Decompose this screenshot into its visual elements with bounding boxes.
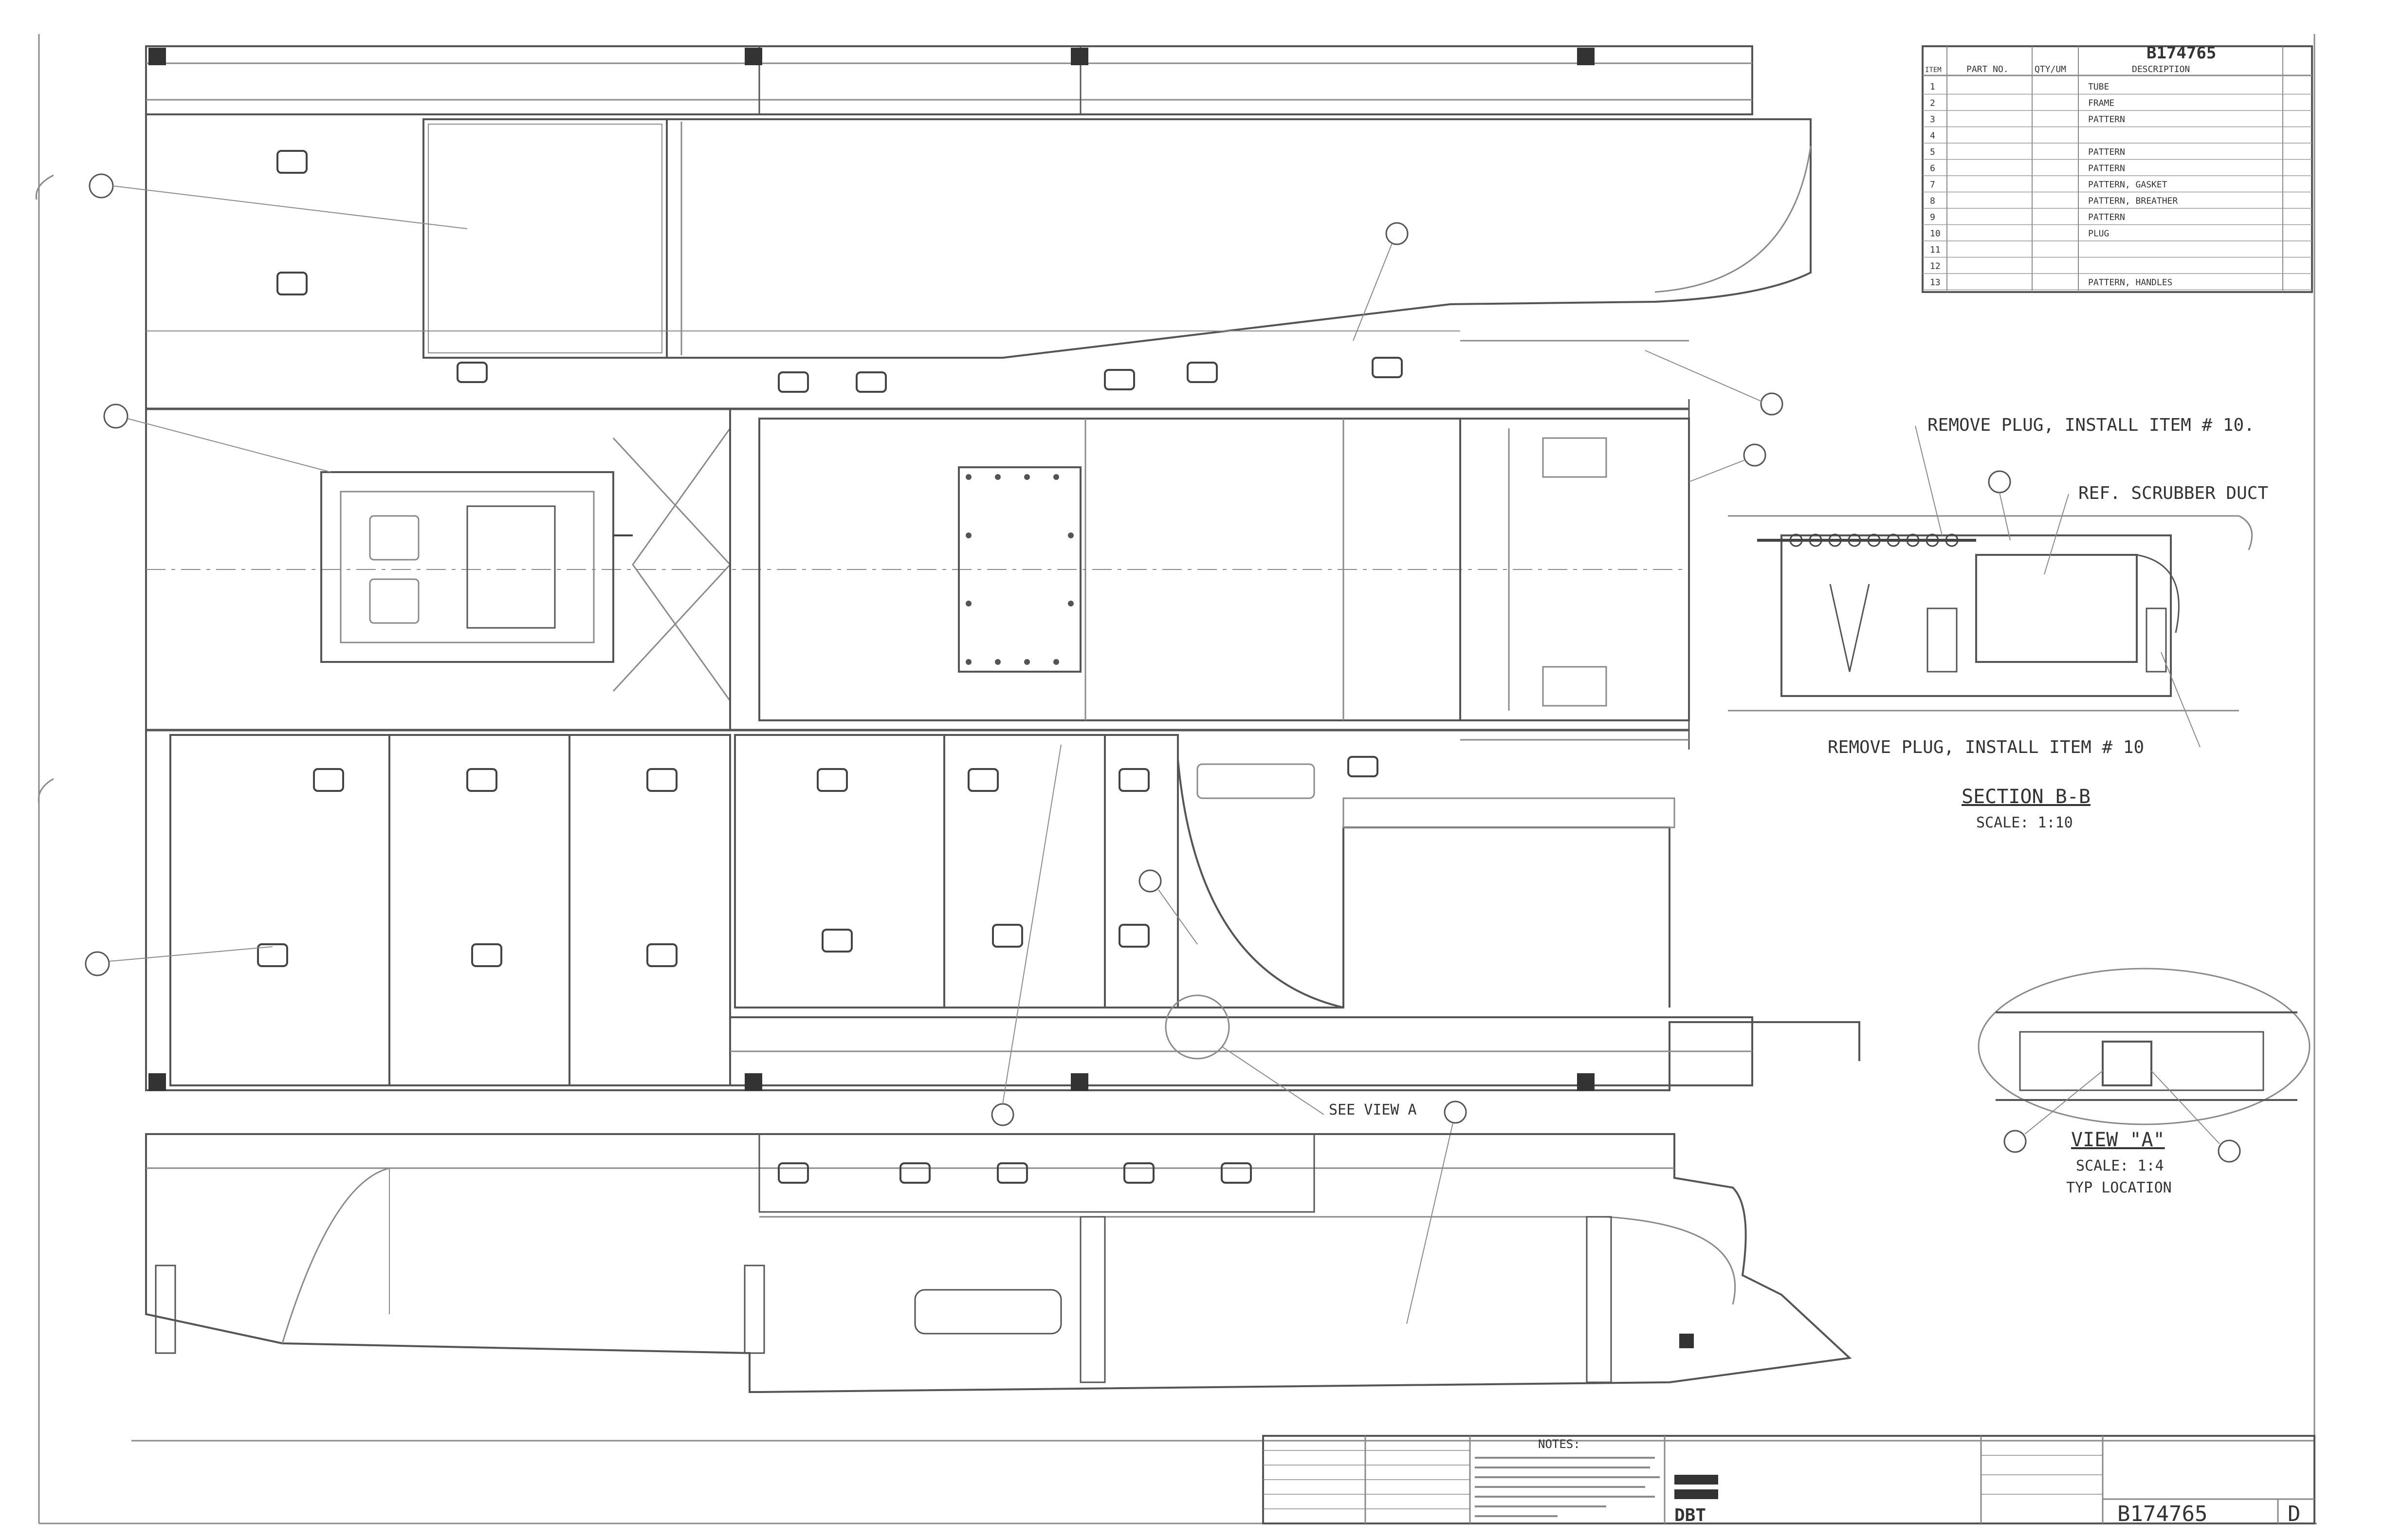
bom-row-item: 7 [1930, 180, 1935, 190]
bom-row-item: 6 [1930, 164, 1935, 174]
section-title: SECTION B-B [1962, 786, 2091, 808]
panel-handles [257, 150, 1403, 967]
bom-row-item: 1 [1930, 82, 1935, 92]
bom-row-description: PATTERN, BREATHER [2088, 196, 2178, 206]
bom-row-item: 8 [1930, 196, 1935, 206]
bom-drawing-number: B174765 [2146, 43, 2216, 63]
see-view-a-note: SEE VIEW A [1329, 1101, 1417, 1118]
bom-row-description: TUBE [2088, 82, 2109, 92]
side-elevation-view [145, 1133, 1852, 1393]
bom-row-item: 9 [1930, 212, 1935, 222]
section-scale: SCALE: 1:10 [1976, 814, 2073, 831]
bom-row-description: PATTERN [2088, 164, 2125, 174]
bom-row-description: PATTERN [2088, 147, 2125, 157]
remove-plug-top-note: REMOVE PLUG, INSTALL ITEM # 10. [1927, 415, 2255, 435]
bom-header-item: ITEM [1925, 66, 1942, 74]
bom-header-part-no: PART NO. [1966, 64, 2009, 74]
bom-row-description: PATTERN [2088, 212, 2125, 222]
bom-row-item: 3 [1930, 114, 1935, 125]
bom-row-description: PATTERN, HANDLES [2088, 277, 2172, 288]
plan-view [145, 45, 1860, 1091]
ref-scrubber-duct-note: REF. SCRUBBER DUCT [2078, 483, 2268, 503]
company-logo [1674, 1475, 1718, 1499]
bom-row-description: PATTERN, GASKET [2088, 180, 2167, 190]
view-a-typ-location: TYP LOCATION [2066, 1179, 2172, 1196]
bom-row-item: 2 [1930, 98, 1935, 109]
view-a-detail: VIEW "A" SCALE: 1:4 TYP LOCATION [1978, 968, 2311, 1196]
bom-row-description: PLUG [2088, 229, 2109, 239]
view-a-scale: SCALE: 1:4 [2076, 1157, 2164, 1174]
remove-plug-bottom-note: REMOVE PLUG, INSTALL ITEM # 10 [1828, 737, 2144, 757]
bom-row-item: 12 [1930, 261, 1941, 272]
company-name: DBT [1674, 1505, 1706, 1525]
section-b-b: REMOVE PLUG, INSTALL ITEM # 10. REF. SCR… [1728, 415, 2268, 831]
title-revision: D [2288, 1502, 2301, 1526]
bom-row-item: 10 [1930, 229, 1941, 239]
title-block: NOTES: DBT B174765 D [1262, 1435, 2315, 1526]
notes-heading: NOTES: [1538, 1437, 1580, 1451]
view-a-title: VIEW "A" [2071, 1129, 2165, 1151]
bolt-pattern [966, 474, 1074, 665]
bom-row-item: 5 [1930, 147, 1935, 157]
bom-header-qty: QTY/UM [2035, 64, 2066, 74]
bill-of-materials: B174765 ITEM PART NO. QTY/UM DESCRIPTION… [1922, 43, 2313, 293]
bom-row-item: 13 [1930, 277, 1941, 288]
bom-row-item: 4 [1930, 131, 1935, 141]
bom-row-item: 11 [1930, 245, 1941, 255]
bom-row-description: PATTERN [2088, 114, 2125, 125]
notes-text-lines [1475, 1457, 1660, 1517]
bom-header-description: DESCRIPTION [2132, 64, 2190, 74]
bom-row-description: FRAME [2088, 98, 2114, 109]
title-drawing-number: B174765 [2117, 1502, 2207, 1526]
balloon-callouts: SEE VIEW A [85, 173, 1783, 1324]
